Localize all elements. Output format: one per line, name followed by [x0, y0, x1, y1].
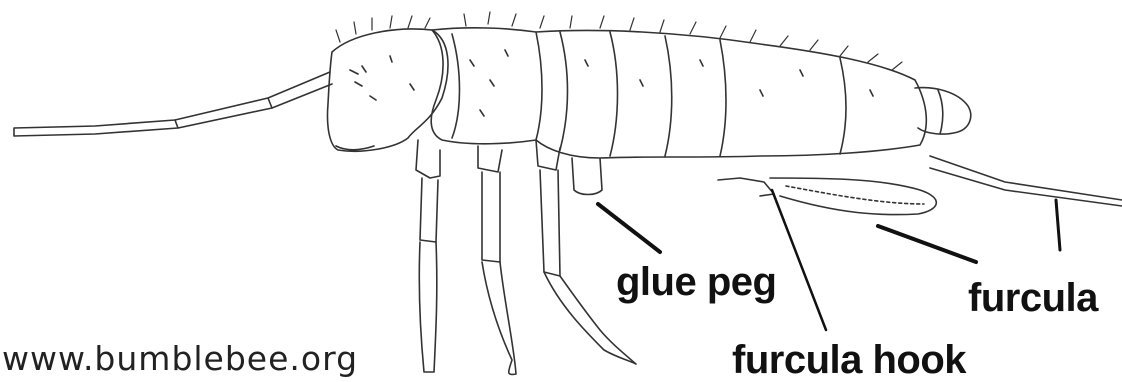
furcula-hook-leader [772, 190, 826, 330]
furcula-label: furcula [968, 278, 1098, 318]
glue-peg-structure [572, 158, 602, 195]
thorax [431, 28, 542, 144]
legs [416, 140, 636, 374]
back-setae [336, 12, 902, 70]
abdominal-tip [915, 88, 971, 134]
head [327, 29, 447, 151]
furcula-hook-structure [718, 178, 774, 196]
glue-peg-leader [598, 204, 660, 252]
source-credit: www.bumblebee.org [2, 342, 358, 375]
antenna [14, 72, 332, 136]
furcula-hook-label: furcula hook [732, 340, 966, 380]
furcula-tip-leader [1056, 200, 1060, 250]
furcula-leader [878, 226, 976, 262]
furcula-structure [770, 156, 1122, 215]
abdomen [536, 31, 926, 159]
glue-peg-label: glue peg [616, 262, 776, 302]
